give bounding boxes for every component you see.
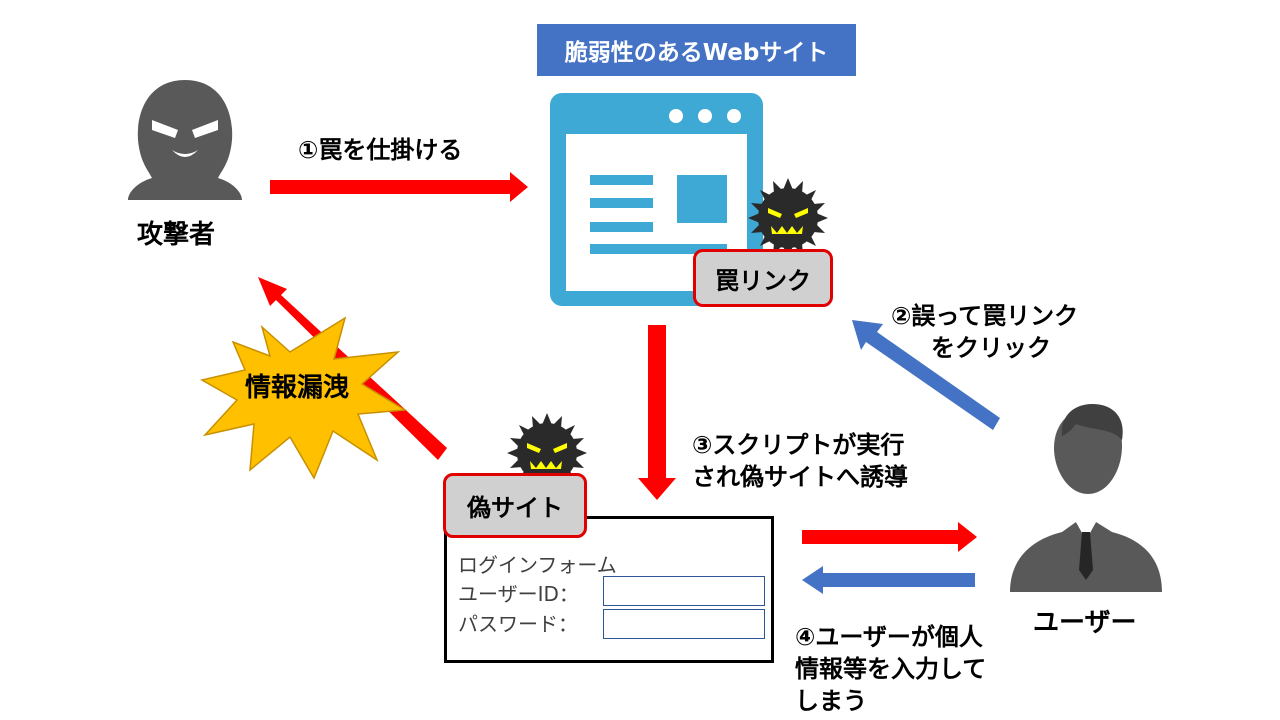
user-id-field[interactable]	[603, 576, 765, 606]
password-field[interactable]	[603, 609, 765, 639]
step3-label-line2: され偽サイトへ誘導	[692, 463, 908, 491]
leak-label: 情報漏洩	[245, 373, 350, 403]
attacker-icon	[128, 80, 242, 200]
arrow-step1	[270, 172, 528, 202]
user-icon	[1010, 404, 1162, 592]
step2-label-line2: をクリック	[931, 334, 1051, 362]
fake-site-badge: 偽サイト	[443, 473, 587, 538]
page-title: 脆弱性のあるWebサイト	[537, 24, 856, 76]
arrow-site-to-user	[802, 566, 975, 594]
arrow-step3	[638, 325, 676, 500]
trap-link-badge: 罠リンク	[693, 249, 833, 307]
step4-label-line3: しまう	[795, 687, 867, 715]
step4-label-line1: ④ユーザーが個人	[795, 623, 983, 651]
password-label: パスワード：	[458, 612, 578, 636]
step3-label-line1: ③スクリプトが実行	[692, 431, 905, 459]
login-form: ログインフォーム ユーザーID： パスワード：	[444, 516, 774, 663]
user-id-label: ユーザーID：	[458, 582, 579, 606]
step2-label-line1: ②誤って罠リンク	[891, 302, 1079, 330]
explosion-burst-icon	[199, 316, 408, 480]
arrow-step2	[852, 320, 1000, 430]
user-label: ユーザー	[1033, 608, 1137, 638]
arrow-user-to-site	[802, 522, 977, 552]
step1-label: ①罠を仕掛ける	[298, 136, 463, 164]
attacker-label: 攻撃者	[137, 220, 216, 250]
virus-icon	[748, 178, 828, 258]
login-form-heading: ログインフォーム	[458, 553, 617, 577]
step4-label-line2: 情報等を入力して	[795, 655, 987, 683]
